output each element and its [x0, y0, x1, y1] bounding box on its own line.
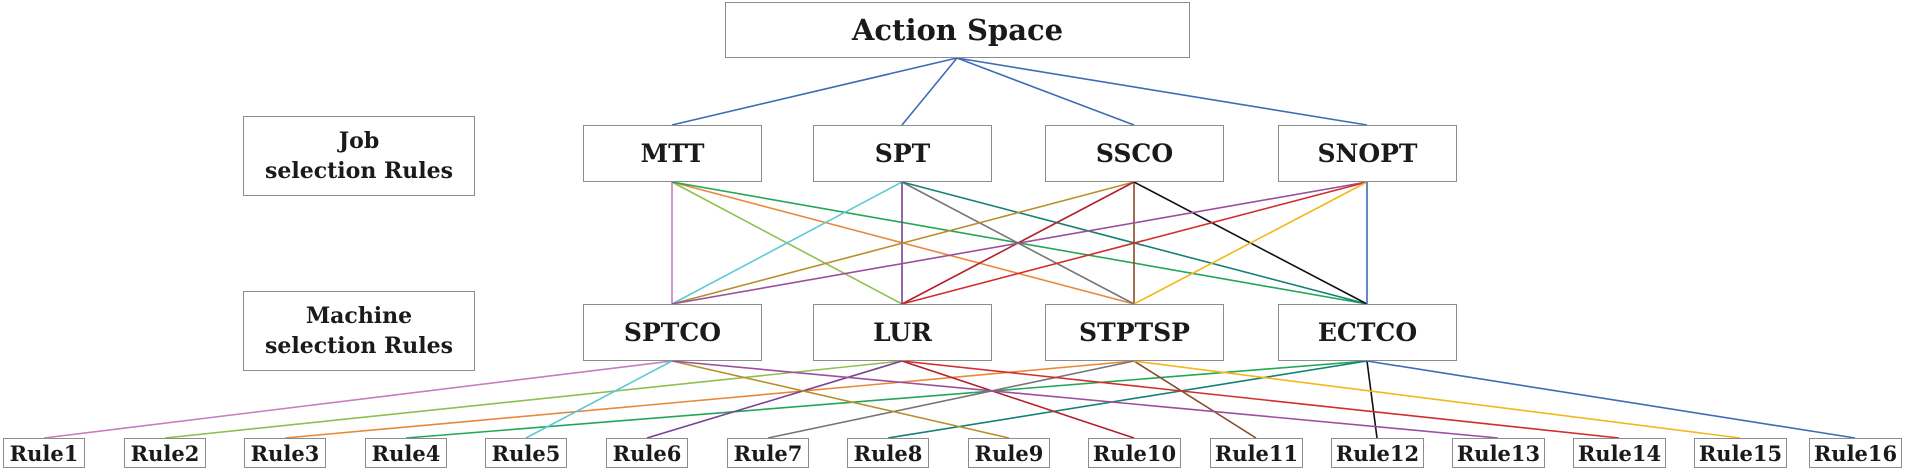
rule-label: Rule1	[9, 440, 79, 466]
machine-rule-edge-rule2	[164, 360, 903, 439]
rule-label: Rule3	[250, 440, 320, 466]
rule-label: Rule4	[371, 440, 441, 466]
rule-label: Rule6	[612, 440, 682, 466]
machine-selection-rules-label: Machine selection Rules	[243, 291, 475, 371]
rule-label: Rule15	[1698, 440, 1783, 466]
machine-rule-lur: LUR	[813, 304, 992, 361]
job-machine-edge-rule9	[671, 181, 1135, 305]
machine-rule-label: SPTCO	[623, 318, 722, 347]
rule-14: Rule14	[1573, 438, 1666, 468]
rule-label: Rule7	[733, 440, 803, 466]
action-space-box: Action Space	[725, 2, 1190, 58]
machine-rule-label: LUR	[873, 318, 932, 347]
machine-rule-edge-rule4	[405, 360, 1368, 439]
job-rule-snopt: SNOPT	[1278, 125, 1457, 182]
machine-rule-edge-rule9	[671, 360, 1010, 439]
root-edge-spt	[901, 57, 958, 126]
rule-12: Rule12	[1331, 438, 1424, 468]
machine-rule-edge-rule3	[284, 360, 1135, 439]
rule-11: Rule11	[1210, 438, 1303, 468]
rule-7: Rule7	[727, 438, 809, 468]
machine-rule-edge-rule10	[901, 360, 1135, 439]
job-machine-edge-rule14	[901, 181, 1368, 305]
job-label-line2: selection Rules	[265, 158, 453, 184]
root-edge-ssco	[956, 57, 1135, 126]
job-rule-label: SSCO	[1095, 139, 1174, 168]
job-machine-edge-rule13	[671, 181, 1368, 305]
rule-6: Rule6	[606, 438, 688, 468]
machine-rule-ectco: ECTCO	[1278, 304, 1457, 361]
rule-16: Rule16	[1809, 438, 1902, 468]
rule-label: Rule2	[130, 440, 200, 466]
machine-rule-stptsp: STPTSP	[1045, 304, 1224, 361]
machine-rule-edge-rule8	[887, 360, 1368, 439]
rule-label: Rule5	[491, 440, 561, 466]
rule-label: Rule12	[1335, 440, 1420, 466]
machine-rule-label: STPTSP	[1079, 318, 1190, 347]
root-edge-snopt	[956, 57, 1368, 126]
machine-rule-sptco: SPTCO	[583, 304, 762, 361]
rule-label: Rule10	[1092, 440, 1177, 466]
rule-2: Rule2	[124, 438, 206, 468]
rule-15: Rule15	[1694, 438, 1787, 468]
job-selection-rules-label: Job selection Rules	[243, 116, 475, 196]
job-rule-spt: SPT	[813, 125, 992, 182]
rule-3: Rule3	[244, 438, 326, 468]
rule-label: Rule11	[1214, 440, 1299, 466]
rule-8: Rule8	[847, 438, 929, 468]
machine-rule-edge-rule16	[1366, 360, 1856, 439]
machine-rule-edge-rule1	[43, 360, 673, 439]
job-rule-ssco: SSCO	[1045, 125, 1224, 182]
machine-rule-edge-rule15	[1133, 360, 1741, 439]
action-space-label: Action Space	[851, 13, 1064, 47]
machine-rule-edge-rule6	[646, 360, 903, 439]
rule-4: Rule4	[365, 438, 447, 468]
machine-rule-edge-rule12	[1366, 360, 1378, 439]
rule-label: Rule14	[1577, 440, 1662, 466]
job-rule-label: SPT	[874, 139, 931, 168]
rule-label: Rule8	[853, 440, 923, 466]
machine-rule-edge-rule11	[1133, 360, 1257, 439]
machine-rule-edge-rule14	[901, 360, 1620, 439]
machine-rule-edge-rule13	[671, 360, 1499, 439]
machine-label-line1: Machine	[305, 303, 413, 329]
rule-10: Rule10	[1088, 438, 1181, 468]
job-rule-label: SNOPT	[1317, 139, 1418, 168]
job-label-line1: Job	[338, 128, 380, 154]
rule-label: Rule9	[974, 440, 1044, 466]
job-machine-edge-rule15	[1133, 181, 1368, 305]
rule-5: Rule5	[485, 438, 567, 468]
job-machine-edge-rule5	[671, 181, 903, 305]
machine-label-line2: selection Rules	[265, 333, 453, 359]
machine-rule-edge-rule7	[767, 360, 1135, 439]
job-rule-mtt: MTT	[583, 125, 762, 182]
job-rule-label: MTT	[640, 139, 705, 168]
rule-label: Rule13	[1456, 440, 1541, 466]
rule-9: Rule9	[968, 438, 1050, 468]
rule-label: Rule16	[1813, 440, 1898, 466]
root-edge-mtt	[671, 57, 958, 126]
rule-1: Rule1	[3, 438, 85, 468]
machine-rule-edge-rule5	[525, 360, 673, 439]
machine-rule-label: ECTCO	[1317, 318, 1418, 347]
rule-13: Rule13	[1452, 438, 1545, 468]
